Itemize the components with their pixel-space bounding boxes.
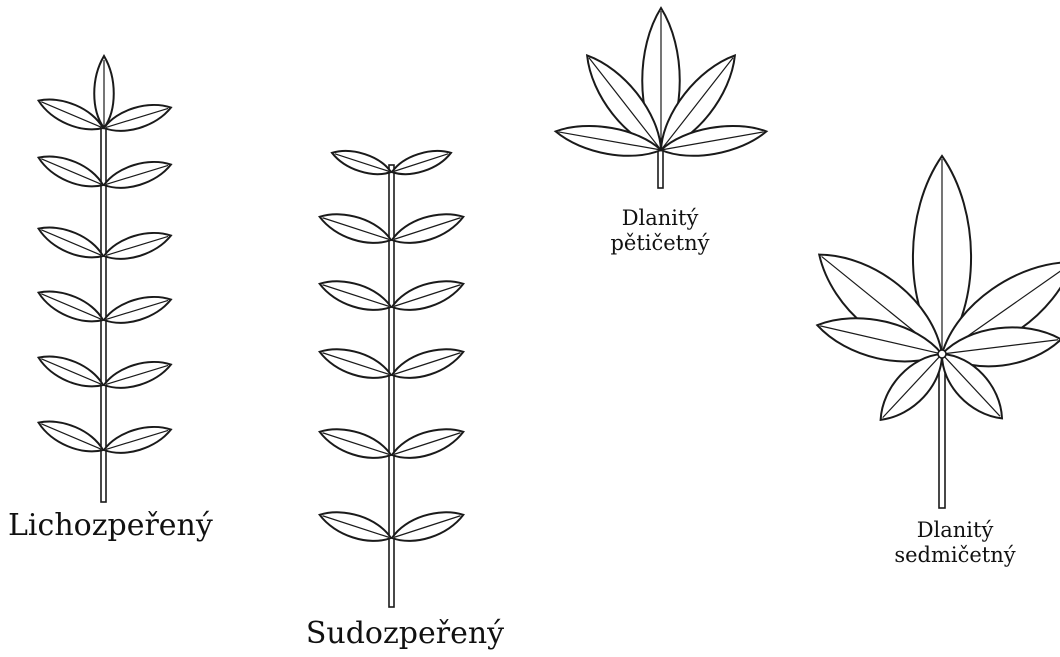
odd-leaflet-right-2: [101, 155, 174, 195]
odd-leaflet-right-6: [101, 420, 174, 460]
odd-leaflet-right-4: [101, 290, 174, 330]
palmate-seven-label-line2: sedmičetný: [885, 543, 1025, 568]
palmate-seven-leaf: [803, 156, 1060, 508]
even-leaflet-left-2: [316, 206, 394, 251]
odd-pinnate-terminal-leaflet: [94, 56, 114, 128]
even-leaflet-right-6: [389, 504, 467, 549]
palmate-five-label-line2: pětičetný: [590, 231, 730, 256]
even-leaflet-left-4: [316, 341, 394, 386]
odd-pinnate-leaf: [35, 56, 174, 502]
odd-leaflet-left-4: [35, 283, 107, 329]
palmate-seven-label: Dlanitý sedmičetný: [885, 518, 1025, 568]
palmate-five-label-line1: Dlanitý: [590, 206, 730, 231]
even-leaflet-right-1: [389, 144, 453, 180]
even-leaflet-left-6: [316, 504, 394, 549]
even-leaflet-right-5: [389, 421, 467, 466]
palmate-five-leaflets: [553, 8, 768, 163]
odd-leaflet-left-6: [35, 413, 107, 459]
palmate-seven-leaflets: [803, 156, 1060, 431]
palmate-five-label: Dlanitý pětičetný: [590, 206, 730, 256]
even-pinnate-label: Sudozpeřený: [305, 616, 505, 651]
palmate-seven-label-line1: Dlanitý: [885, 518, 1025, 543]
odd-leaflet-right-3: [101, 226, 174, 266]
even-leaflet-left-3: [316, 273, 394, 318]
even-leaflet-right-4: [389, 341, 467, 386]
odd-leaflet-left-3: [35, 219, 107, 265]
odd-leaflet-left-2: [35, 148, 107, 194]
even-leaflet-right-3: [389, 273, 467, 318]
odd-pinnate-label: Lichozpeřený: [8, 508, 198, 543]
even-leaflet-left-1: [329, 144, 393, 180]
odd-leaflet-left-5: [35, 348, 107, 394]
even-leaflet-right-2: [389, 206, 467, 251]
palmate-five-leaf: [553, 8, 768, 188]
odd-leaflet-right-5: [101, 355, 174, 395]
even-pinnate-leaf: [316, 144, 467, 607]
even-leaflet-left-5: [316, 421, 394, 466]
